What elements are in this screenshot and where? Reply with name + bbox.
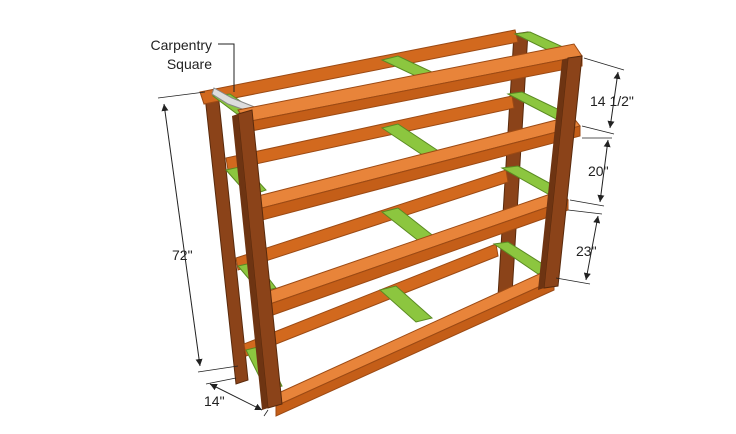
back-rail-1 [199, 29, 519, 105]
front-posts [232, 55, 583, 410]
front-rail-2 [257, 115, 581, 209]
callout-line-2: Square [167, 56, 212, 72]
spacing-dimensions: 14 1/2" 20" 23" [555, 57, 634, 285]
height-dimension: 72" [157, 91, 239, 373]
mid-gap-label: 20" [588, 163, 609, 179]
back-rail-4 [243, 243, 499, 357]
depth-label: 14" [204, 393, 225, 409]
support-4-mid [378, 285, 434, 323]
height-label: 72" [172, 247, 193, 263]
back-rails [199, 29, 519, 357]
carpentry-square-callout: Carpentry Square [151, 37, 235, 92]
back-rail-3 [235, 169, 509, 271]
callout-line-1: Carpentry [151, 37, 212, 53]
depth-dimension: 14" [204, 377, 269, 417]
low-gap-label: 23" [576, 243, 597, 259]
callout-leader [218, 43, 235, 92]
back-rail-2 [225, 95, 515, 171]
top-gap-label: 14 1/2" [590, 93, 634, 109]
